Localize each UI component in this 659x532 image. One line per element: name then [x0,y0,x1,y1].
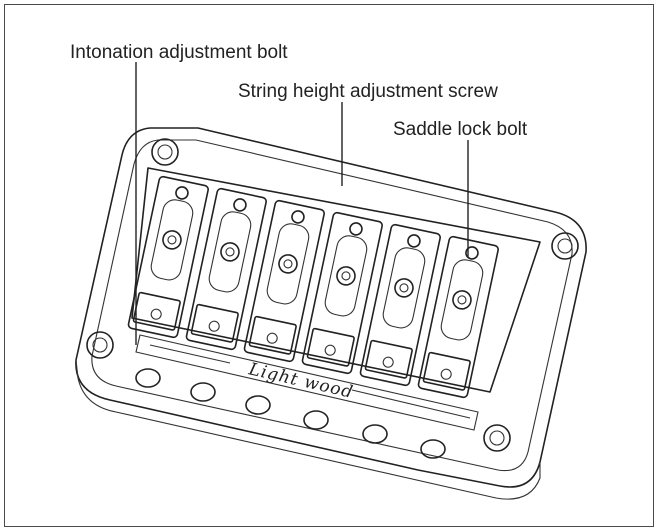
label-saddle-lock-bolt: Saddle lock bolt [393,119,528,140]
label-string-height-adjustment-screw: String height adjustment screw [238,81,498,102]
base-plate-inner-edge [91,139,573,472]
bridge-base-plate [75,127,587,488]
mounting-holes [86,138,579,452]
label-intonation-adjustment-bolt: Intonation adjustment bolt [70,42,288,63]
logo-plate [135,334,479,431]
string-through-holes [135,368,446,459]
saddles [127,175,499,399]
saddle-well [131,167,541,393]
